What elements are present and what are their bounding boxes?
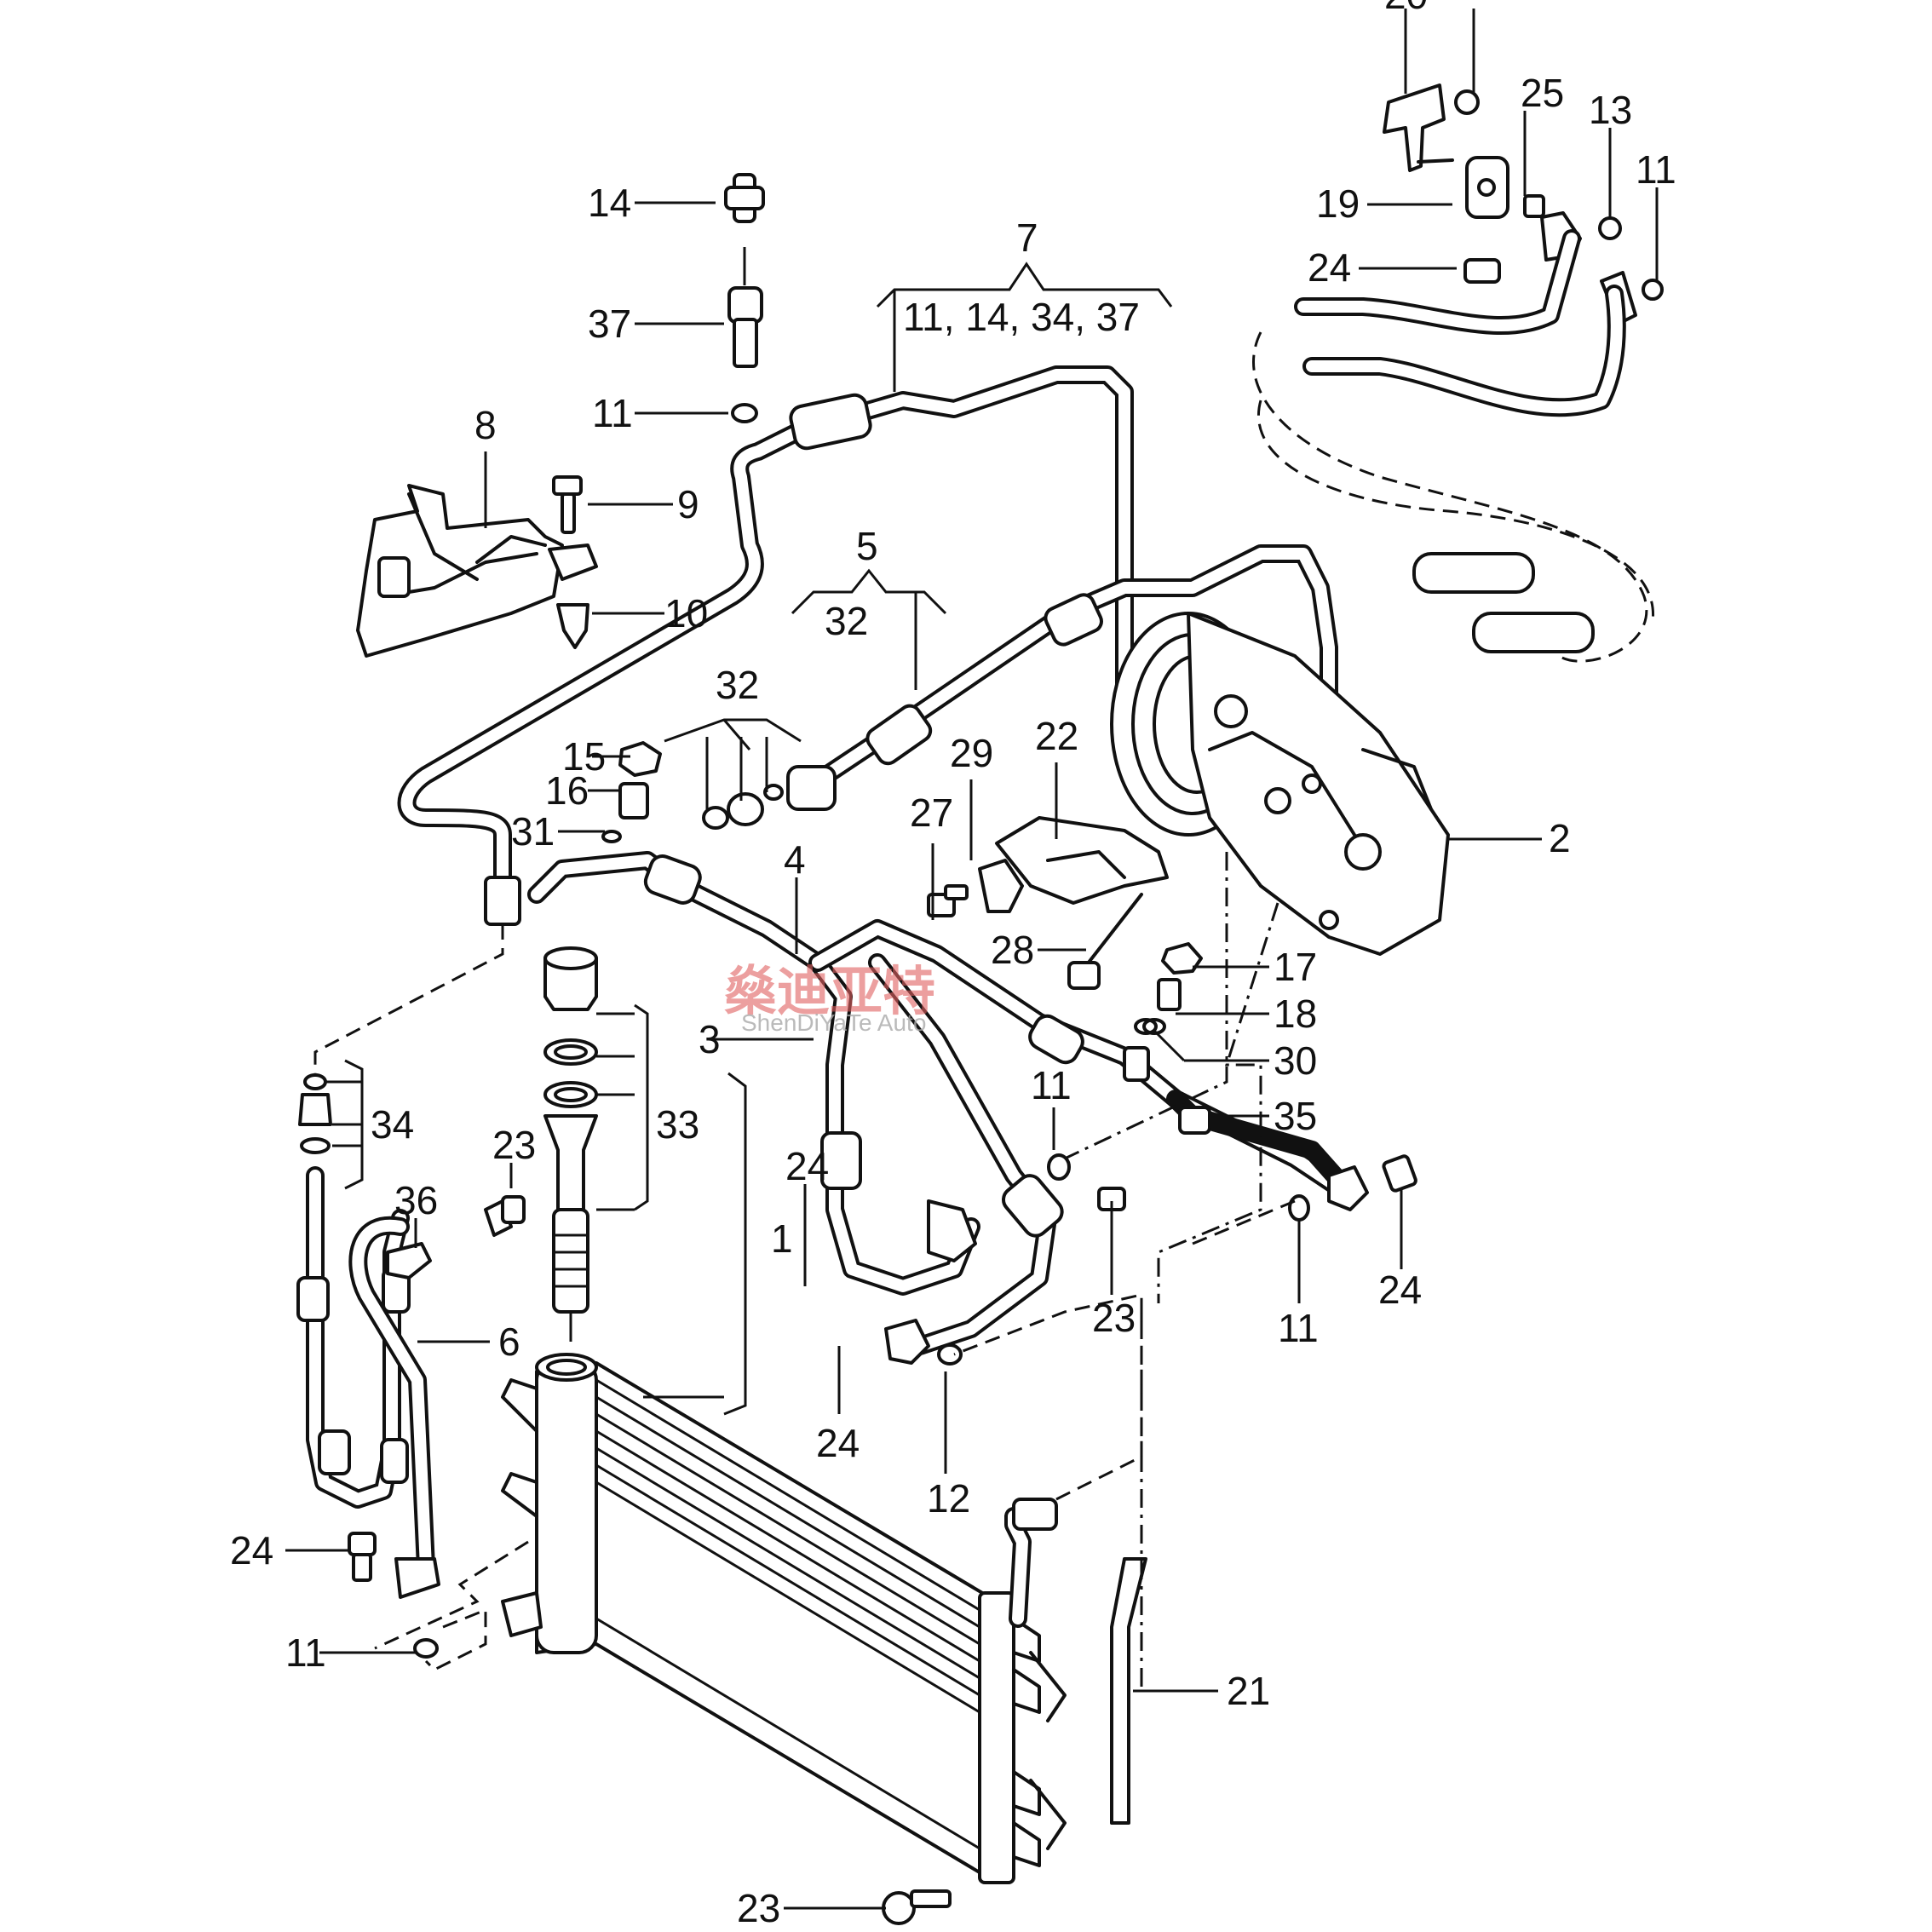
callout-8: 8 [474, 403, 497, 447]
callout-3: 3 [699, 1017, 721, 1061]
callout-14: 14 [588, 181, 631, 225]
callout-23-left: 23 [492, 1123, 536, 1167]
pressure-switch-stack [724, 173, 765, 423]
callout-5: 5 [856, 524, 878, 568]
callout-32-upper: 32 [825, 599, 868, 643]
line-6-and-kit-34 [296, 1073, 526, 1659]
callout-25: 25 [1521, 71, 1564, 115]
mounting-bracket-8 [356, 484, 564, 658]
callout-20: 20 [1384, 0, 1428, 17]
callout-22: 22 [1035, 714, 1078, 758]
callout-16: 16 [545, 768, 589, 813]
callout-11-tr: 11 [1636, 147, 1676, 192]
callout-15: 15 [562, 734, 606, 779]
callout-13: 13 [1589, 88, 1632, 132]
callout-18: 18 [1274, 992, 1317, 1036]
callout-17: 17 [1274, 945, 1317, 989]
watermark-cn: 燊迪亚特 [724, 963, 935, 1021]
callout-23-mid: 23 [1092, 1296, 1136, 1340]
callout-leaders [285, 9, 1659, 1910]
pipes-firewall-right [1252, 229, 1654, 663]
callout-9: 9 [677, 482, 699, 526]
callout-33: 33 [656, 1102, 699, 1147]
callout-30: 30 [1274, 1038, 1317, 1083]
callout-21: 21 [1227, 1669, 1270, 1713]
callout-27: 27 [910, 791, 953, 835]
callout-35: 35 [1274, 1094, 1317, 1138]
receiver-drier-33 [543, 946, 598, 1342]
callout-19: 19 [1316, 181, 1360, 226]
callout-6: 6 [498, 1320, 520, 1364]
callout-32-lower: 32 [716, 663, 759, 707]
callout-4: 4 [784, 837, 806, 882]
callout-24-tr: 24 [1308, 245, 1351, 290]
callout-24-lower: 24 [816, 1421, 860, 1465]
callout-12: 12 [927, 1476, 970, 1521]
callout-7: 7 [1016, 216, 1038, 260]
callout-7-parts: 11, 14, 34, 37 [903, 295, 1140, 339]
callout-11-mid: 11 [1031, 1063, 1072, 1107]
condenser-1 [501, 1353, 1067, 1884]
callout-11-left: 11 [285, 1630, 326, 1675]
callout-labels: 20 25 13 11 19 24 14 37 11 7 11, 14, 34,… [230, 0, 1676, 1930]
callout-23-bottom: 23 [737, 1886, 780, 1930]
callout-24-right: 24 [1378, 1268, 1422, 1312]
bracket-22-hardware [927, 816, 1203, 1035]
callout-28: 28 [991, 928, 1034, 972]
bolt-9-and-clip-10 [548, 475, 598, 649]
ac-compressor-2 [1110, 612, 1450, 956]
callout-10: 10 [664, 591, 708, 635]
assembly-guide-lines [313, 852, 1296, 1687]
small-fittings-15-16-31-32 [601, 741, 837, 843]
bolt-23-bottom [882, 1889, 952, 1925]
callout-36: 36 [394, 1178, 438, 1222]
callout-2: 2 [1549, 816, 1571, 860]
callout-31: 31 [511, 809, 555, 854]
callout-29: 29 [950, 731, 993, 775]
callout-24-mid: 24 [785, 1144, 829, 1188]
refrigerant-line-7 [397, 365, 1134, 926]
seal-strip-21 [1110, 1557, 1147, 1825]
callout-34: 34 [371, 1102, 414, 1147]
callout-1: 1 [771, 1216, 793, 1261]
callout-24-left: 24 [230, 1528, 273, 1573]
callout-11-right: 11 [1278, 1306, 1319, 1350]
watermark-en: ShenDiYaTe Auto [741, 1009, 926, 1036]
watermark: 燊迪亚特 ShenDiYaTe Auto [724, 963, 935, 1036]
refrigerant-line-5 [791, 544, 1595, 802]
callout-37: 37 [588, 302, 631, 346]
callout-11-switch: 11 [592, 391, 633, 435]
